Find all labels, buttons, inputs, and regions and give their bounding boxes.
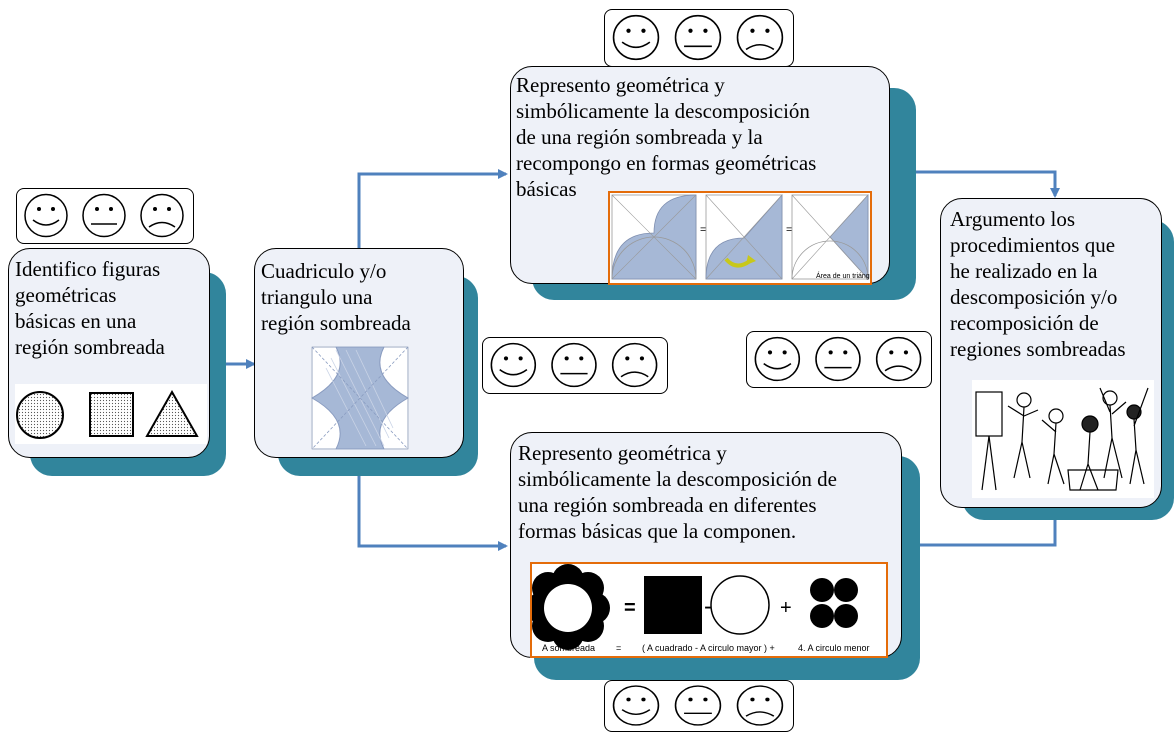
card-identify-line: básicas en una: [15, 309, 137, 333]
card-argue-line: regiones sombreadas: [950, 337, 1126, 361]
card-grid-line: Cuadriculo y/o: [261, 259, 387, 283]
card-argue-line: descomposición y/o: [950, 285, 1118, 309]
basic-shapes-figure: [15, 384, 207, 444]
shaded-region-figure: [310, 346, 410, 450]
smiley-sad-icon: [611, 342, 658, 388]
rating-faces-middle: [482, 337, 668, 394]
card-bottom-line: simbólicamente la descomposición de: [518, 467, 837, 491]
area-decomposition-figure: = - + A sombreada = ( A cuadrado - A cir…: [526, 562, 888, 658]
smiley-neutral-icon: [815, 336, 861, 382]
card-identify-line: Identifico figuras: [15, 257, 161, 281]
card-argue-line: procedimientos que: [950, 233, 1116, 257]
rating-faces-identify: [16, 188, 194, 244]
smiley-sad-icon: [736, 685, 784, 726]
card-argue-line: he realizado en la: [950, 259, 1098, 283]
equals-sign: =: [786, 224, 792, 236]
rating-faces-bottom: [604, 680, 794, 732]
four-circles-shape: [810, 578, 858, 628]
smiley-happy-icon: [754, 336, 801, 382]
card-top-line: simbólicamente la descomposición: [516, 99, 810, 123]
smiley-happy-icon: [612, 685, 660, 726]
circle-shape: [16, 391, 64, 439]
arrow-grid-to-top: [357, 169, 508, 258]
minus-sign: -: [704, 593, 712, 620]
smiley-happy-icon: [24, 193, 68, 238]
card-top-line: Represento geométrica y: [516, 73, 725, 97]
smiley-neutral-icon: [551, 342, 597, 388]
card-bottom-line: una región sombreada en diferentes: [518, 493, 817, 517]
card-top-line: recompongo en formas geométricas: [516, 151, 817, 175]
card-grid-line: triangulo una: [261, 285, 373, 309]
equals-sign: =: [700, 224, 706, 236]
card-identify-line: geométricas: [15, 283, 117, 307]
card-argue-line: Argumento los: [950, 207, 1076, 231]
smiley-neutral-icon: [674, 14, 722, 61]
big-circle-shape: [710, 575, 770, 635]
caption-square-minus-circle: ( A cuadrado - A circulo mayor ) +: [642, 643, 775, 653]
figure-caption: Área de un triángulo: [816, 271, 870, 280]
caption-small-circles: 4. A circulo menor: [798, 643, 870, 653]
card-bottom-line: formas básicas que la componen.: [518, 519, 797, 543]
triangle-shape: [145, 389, 199, 437]
smiley-sad-icon: [736, 14, 784, 61]
card-top-line: básicas: [516, 177, 577, 201]
card-grid-line: región sombreada: [261, 311, 411, 335]
smiley-neutral-icon: [674, 685, 722, 726]
rating-faces-right: [746, 331, 932, 388]
equals-sign: =: [624, 597, 636, 619]
square-shape: [644, 576, 702, 634]
smiley-sad-icon: [140, 193, 184, 238]
card-top-line: de una región sombreada y la: [516, 125, 763, 149]
caption-equals: =: [616, 643, 621, 653]
caption-shaded-area: A sombreada: [542, 643, 595, 653]
smiley-sad-icon: [875, 336, 922, 382]
smiley-happy-icon: [490, 342, 537, 388]
triangle-recomposition-figure: = = Área de un triángulo: [608, 191, 879, 285]
square-shape: [89, 392, 134, 437]
rating-faces-top: [604, 9, 794, 67]
smiley-happy-icon: [612, 14, 660, 61]
classroom-discussion-illustration: [972, 380, 1154, 498]
plus-sign: +: [780, 597, 792, 619]
card-identify-line: región sombreada: [15, 335, 165, 359]
card-bottom-line: Represento geométrica y: [518, 441, 727, 465]
flower-shape: [526, 564, 610, 650]
smiley-neutral-icon: [82, 193, 126, 238]
card-argue-line: recomposición de: [950, 311, 1099, 335]
